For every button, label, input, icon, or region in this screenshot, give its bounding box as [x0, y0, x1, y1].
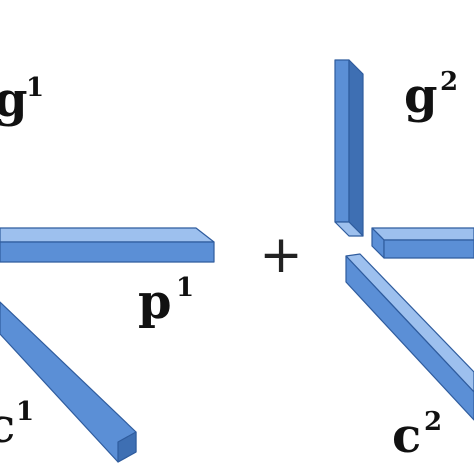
bar-p1 [0, 227, 215, 263]
bar-c2-front [345, 255, 474, 421]
label-g1-sup: 1 [26, 73, 44, 103]
label-c2-base: c [392, 408, 421, 464]
label-g1-base: g [0, 72, 28, 128]
plus-operator: + [259, 225, 303, 285]
bar-c2 [345, 253, 474, 421]
bar-right-horizontal [371, 227, 474, 259]
bar-g2-side [348, 59, 364, 237]
bar-right-horizontal-top [371, 227, 474, 241]
bar-g2 [334, 59, 364, 237]
label-c1-base: c [0, 398, 15, 454]
bar-c1 [0, 301, 137, 463]
label-g2-base: g [404, 68, 438, 124]
bar-p1-top [0, 227, 215, 243]
label-c2-sup: 2 [424, 407, 442, 437]
bar-c1-front [0, 301, 137, 463]
label-g1: g 1 [0, 72, 44, 128]
label-g2: g 2 [404, 67, 458, 124]
label-c2: c 2 [392, 407, 442, 464]
label-g2-sup: 2 [440, 67, 458, 97]
bar-g2-front [334, 59, 350, 223]
bar-c1-side [117, 431, 137, 463]
label-p1: p 1 [138, 273, 194, 330]
label-c1-sup: 1 [16, 397, 34, 427]
bar-right-horizontal-face [383, 239, 474, 259]
label-p1-sup: 1 [176, 273, 194, 303]
bar-g2-bottom [334, 221, 364, 237]
label-p1-base: p [138, 274, 172, 330]
label-c1: c 1 [0, 397, 34, 454]
bar-p1-front [0, 241, 215, 263]
